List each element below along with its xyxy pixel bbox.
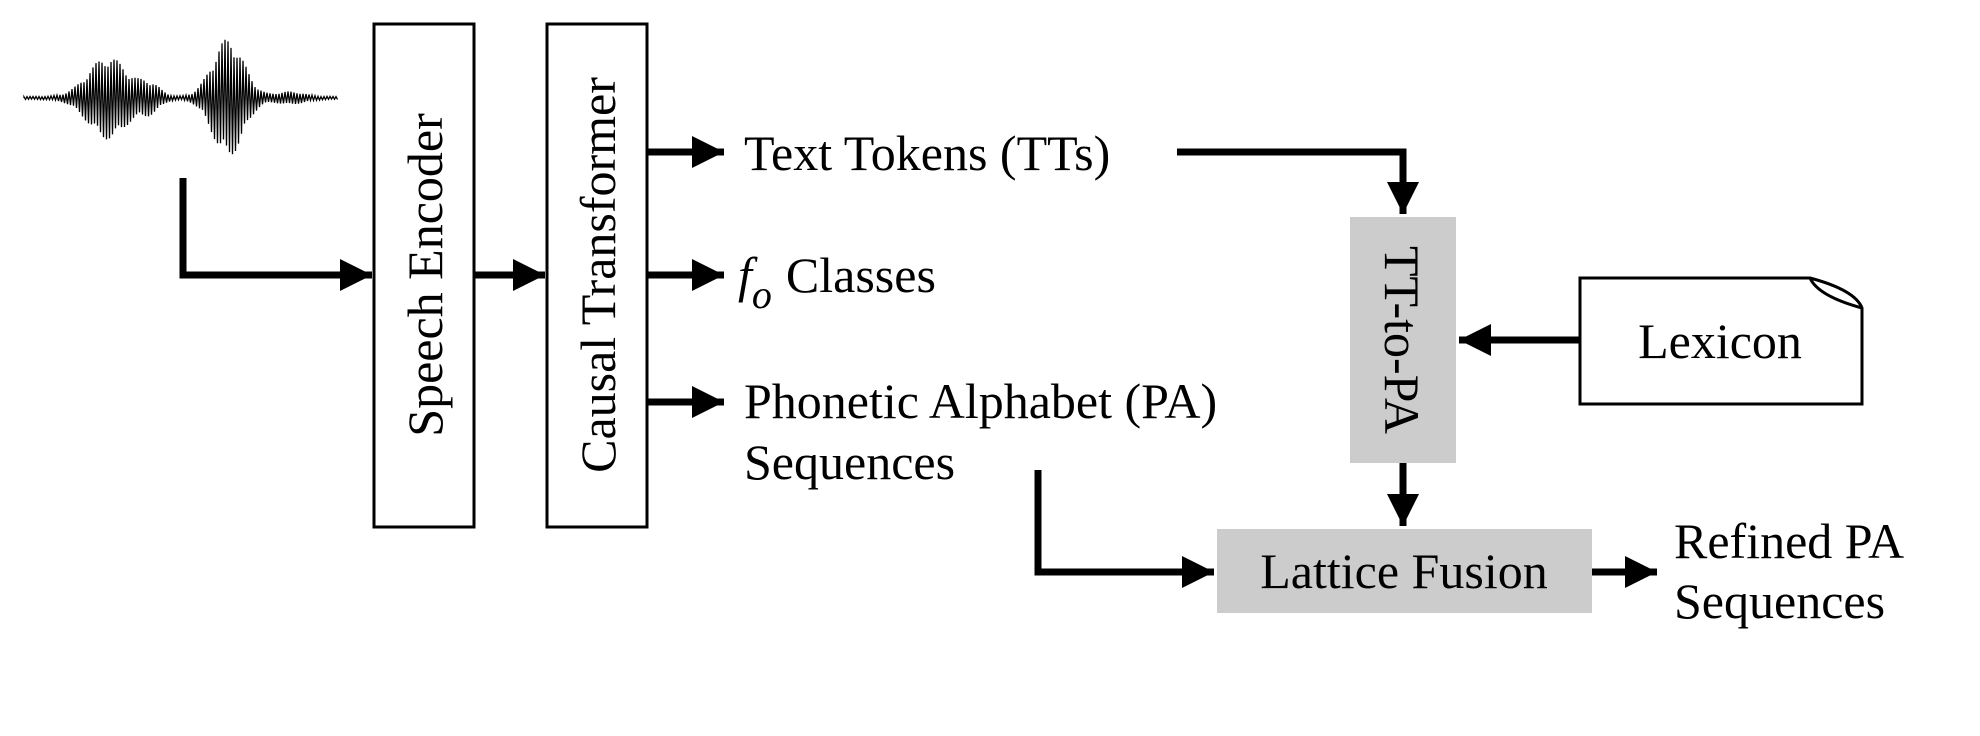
lexicon-document [1578,276,1864,406]
speech-encoder-block [372,22,476,529]
arrow-text-tokens-to-tt-to-pa [1177,148,1420,214]
lexicon-page-fold [1808,277,1863,310]
tt-to-pa-label: TT-to-PA [1374,246,1430,434]
pa-sequences-line2: Sequences [744,434,955,490]
refined-pa-line2: Sequences [1674,573,1885,629]
fo-subscript: o [752,272,772,317]
lattice-fusion-label: Lattice Fusion [1260,543,1547,599]
causal-transformer-block [545,22,649,529]
refined-pa-line1: Refined PA [1674,513,1904,569]
waveform-trace [23,39,339,155]
pa-sequences-line1: Phonetic Alphabet (PA) [744,373,1217,429]
speech-encoder-label: Speech Encoder [397,113,453,437]
speech-waveform [23,39,339,155]
arrow-pa-to-lattice [1034,470,1214,589]
arrow-waveform-to-encoder [179,178,372,292]
text-tokens-label: Text Tokens (TTs) [744,125,1110,181]
lattice-fusion-block [1217,529,1592,613]
lexicon-label: Lexicon [1638,313,1802,369]
fo-classes-text: Classes [786,247,936,303]
tt-to-pa-block [1350,217,1456,463]
causal-transformer-label: Causal Transformer [570,77,626,473]
